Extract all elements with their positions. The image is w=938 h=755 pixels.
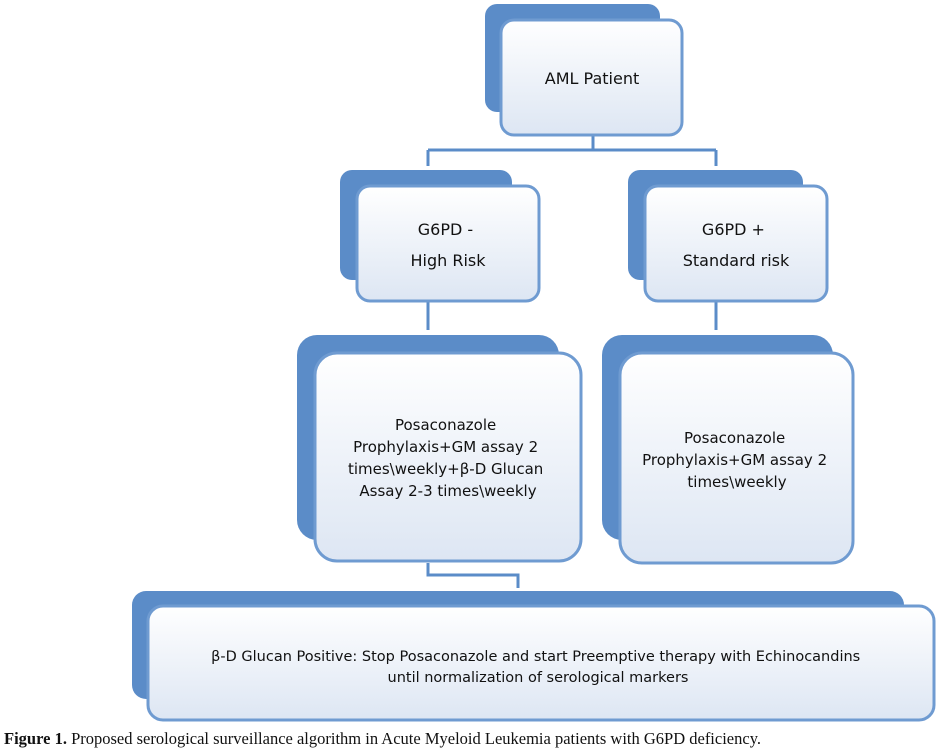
node-label: AML Patient [545, 69, 639, 88]
node-label: β-D Glucan Positive: Stop Posaconazole a… [211, 649, 865, 686]
node-standard-protocol: Posaconazole Prophylaxis+GM assay 2 time… [602, 335, 855, 565]
connector-protocol-to-glucan [426, 563, 520, 588]
node-box [313, 351, 583, 563]
figure-caption: Figure 1. Proposed serological surveilla… [4, 727, 934, 751]
node-g6pd-positive-standard-risk: G6PD + Standard risk [628, 170, 829, 303]
node-box [618, 351, 855, 565]
node-box [643, 184, 829, 303]
caption-text: Proposed serological surveillance algori… [66, 729, 762, 748]
node-high-risk-protocol: Posaconazole Prophylaxis+GM assay 2 time… [297, 335, 583, 563]
node-box [499, 18, 684, 137]
caption-label: Figure 1. [4, 729, 67, 748]
connectors [426, 135, 718, 588]
node-label: Posaconazole Prophylaxis+GM assay 2 time… [348, 416, 548, 500]
node-aml-patient: AML Patient [485, 4, 684, 137]
node-label: G6PD + Standard risk [683, 220, 790, 270]
node-label: Posaconazole Prophylaxis+GM assay 2 time… [642, 429, 832, 491]
node-glucan-positive: β-D Glucan Positive: Stop Posaconazole a… [132, 591, 936, 722]
node-label: G6PD - High Risk [410, 220, 486, 270]
node-g6pd-negative-high-risk: G6PD - High Risk [340, 170, 541, 303]
node-box [146, 604, 936, 722]
connector-aml-to-branches [426, 135, 718, 166]
node-box [355, 184, 541, 303]
